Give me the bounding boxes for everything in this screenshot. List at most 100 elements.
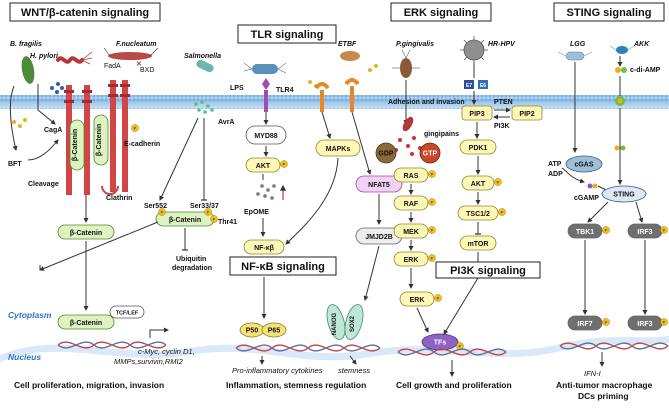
- header-erk-label: ERK signaling: [404, 7, 479, 19]
- mek-label: MEK: [403, 229, 419, 236]
- tsc-label: TSC1/2: [466, 211, 490, 218]
- p50-label: P50: [246, 328, 259, 335]
- salmonella-bacterium-icon: [196, 59, 214, 73]
- clathrin-label: Clathrin: [106, 195, 132, 202]
- erk-outcome: Cell growth and proliferation: [396, 380, 512, 390]
- lgg-bacterium-icon: [557, 51, 593, 61]
- dna-helix-tlr-icon: [235, 344, 381, 352]
- hr-hpv-label: HR-HPV: [488, 41, 516, 48]
- degradation-label: degradation: [172, 265, 212, 272]
- pi3k-signaling-label: PI3K signaling: [450, 265, 526, 277]
- beta-catenin-nuclear: [57, 314, 115, 330]
- nanog-node: NANOG: [326, 304, 346, 340]
- avra-label: AvrA: [218, 119, 234, 126]
- irf7-node: [567, 315, 603, 331]
- fada-label: FadA: [104, 63, 121, 70]
- beta-catenin-phospho-label: β-Catenin: [169, 217, 201, 224]
- header-wnt-label: WNT/β-catenin signaling: [21, 7, 149, 19]
- bft-dots-icon: [12, 118, 27, 128]
- thr41-label: Thr41: [218, 219, 237, 226]
- inhibit-mark-icon: ✕: [136, 61, 142, 68]
- pi3k-label: PI3K: [494, 123, 510, 130]
- sting-node: [601, 185, 647, 203]
- tcf-lef-label: TCF/LEF: [116, 311, 139, 317]
- phospho-marker-ras: P: [428, 170, 436, 178]
- svg-text:P: P: [431, 228, 434, 233]
- b-fragilis-label: B. fragilis: [10, 41, 42, 48]
- phospho-marker-akt2: P: [494, 178, 502, 186]
- beta-catenin-label-2: β-Catenin: [96, 124, 103, 156]
- gingipains-dots-icon: [394, 136, 422, 156]
- p65-label: P65: [268, 328, 281, 335]
- caga-label: CagA: [44, 127, 62, 134]
- ser552-label: Ser552: [144, 203, 167, 210]
- cgas-label: cGAS: [574, 162, 593, 169]
- svg-text:P: P: [431, 200, 434, 205]
- sting-receptor-icon: [615, 96, 625, 106]
- nucleus-label: Nucleus: [8, 352, 41, 362]
- erk-label: ERK: [404, 257, 419, 264]
- c-di-amp-icon: [615, 67, 627, 73]
- akt-pi3k-node: [461, 175, 495, 191]
- f-nucleatum-label: F.nucleatum: [116, 41, 156, 48]
- ifn-label: IFN-I: [584, 369, 601, 378]
- myd88-node: [245, 125, 287, 145]
- mapks-node: [315, 139, 361, 157]
- svg-text:P: P: [663, 320, 666, 325]
- svg-text:P: P: [605, 228, 608, 233]
- mtor-label: mTOR: [468, 241, 489, 248]
- nf-kb-signaling-label: NF-κB signaling: [241, 261, 325, 273]
- ubiquitin-label: Ubiquitin: [176, 256, 206, 263]
- sting-outcome-line2: DCs priming: [578, 391, 629, 401]
- gtp-node: [419, 142, 441, 164]
- raf-node: [393, 195, 429, 211]
- erk2-label: ERK: [410, 297, 425, 304]
- svg-text:P: P: [161, 210, 164, 215]
- dna-helix-sting-icon: [559, 342, 669, 350]
- c-di-amp-label: c-di-AMP: [630, 67, 661, 74]
- tbk1-node: [567, 223, 603, 239]
- lps-label: LPS: [230, 85, 244, 92]
- lps-bacterium-icon: [243, 62, 287, 74]
- etbf-label: ETBF: [338, 41, 357, 48]
- b-fragilis-bacterium-icon: [21, 56, 35, 84]
- adp-label: ADP: [548, 171, 563, 178]
- phospho-markers-wnt: P P P: [158, 208, 218, 223]
- h-pylori-bacterium-icon: [56, 51, 93, 65]
- erk2-node: [399, 291, 435, 307]
- p-gingivalis-bacterium-icon: [392, 49, 420, 78]
- mtor-node: [459, 235, 497, 251]
- internal-bacterium-icon: [402, 116, 414, 132]
- svg-text:P: P: [605, 320, 608, 325]
- gdp-label: GDP: [378, 151, 394, 158]
- sox2-label: SOX2: [350, 315, 356, 332]
- svg-text:P: P: [459, 344, 462, 349]
- ser33-37-label: Ser33/37: [190, 203, 219, 210]
- pi3k-signaling-box: [435, 261, 541, 279]
- h-pylori-label: H. pylori: [30, 53, 59, 60]
- phospho-marker-irf7: P: [602, 318, 610, 326]
- e7-node: [464, 80, 474, 89]
- bft-label: BFT: [8, 161, 22, 168]
- etbf-receptor-icon: [344, 78, 360, 112]
- adhesion-label: Adhesion and invasion: [388, 99, 465, 106]
- mapks-label: MAPKs: [326, 146, 351, 153]
- e-cadherin-label: E-cadherin: [124, 141, 160, 148]
- mek-node: [393, 223, 429, 239]
- beta-catenin-nuclear-label: β-Catenin: [70, 320, 102, 327]
- tfs-node: [421, 333, 459, 351]
- tfs-label: TFs: [434, 340, 447, 347]
- salmonella-label: Salmonella: [184, 53, 221, 60]
- cgamp-label: cGAMP: [574, 195, 599, 202]
- svg-text:P: P: [437, 296, 440, 301]
- svg-text:P: P: [497, 180, 500, 185]
- phospho-marker-tbk1: P: [602, 226, 610, 234]
- raf-label: RAF: [404, 201, 419, 208]
- header-tlr: TLR signaling: [237, 24, 337, 44]
- tlr-outcome: Inflammation, stemness regulation: [226, 380, 366, 390]
- cgas-node: [565, 155, 603, 173]
- plasma-membrane: [0, 95, 669, 109]
- atp-label: ATP: [548, 161, 562, 168]
- avra-dots-icon: [194, 100, 214, 114]
- akt-tlr-node: [245, 157, 281, 173]
